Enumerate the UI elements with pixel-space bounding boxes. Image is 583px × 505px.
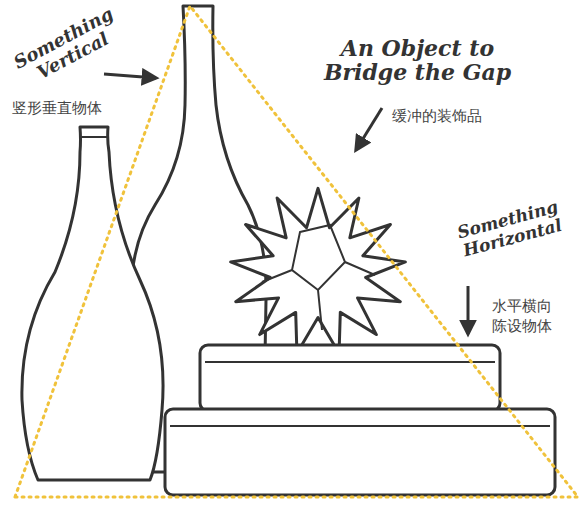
bottom-book-pages [170,425,550,427]
callout-title: Something Vertical [7,2,130,92]
ball-facets [262,225,375,330]
vase-lip [81,136,107,138]
spiky-ball [231,188,406,353]
bottom-book [165,409,555,495]
callout-title: Something Horizontal [448,195,572,262]
horizontal-arrow [467,286,470,334]
top-book [200,345,500,411]
vertical-arrow [104,74,156,78]
top-book-pages [205,361,495,363]
callout-translation: 缓冲的装饰品 [392,106,532,126]
callout-translation: 水平横向陈设物体 [492,296,560,337]
callout-translation: 竖形垂直物体 [12,98,132,118]
callout-title: An Object to Bridge the Gap [310,36,525,84]
short-vase [22,127,163,480]
bridge-arrow [356,108,382,150]
composition-triangle [15,6,578,497]
